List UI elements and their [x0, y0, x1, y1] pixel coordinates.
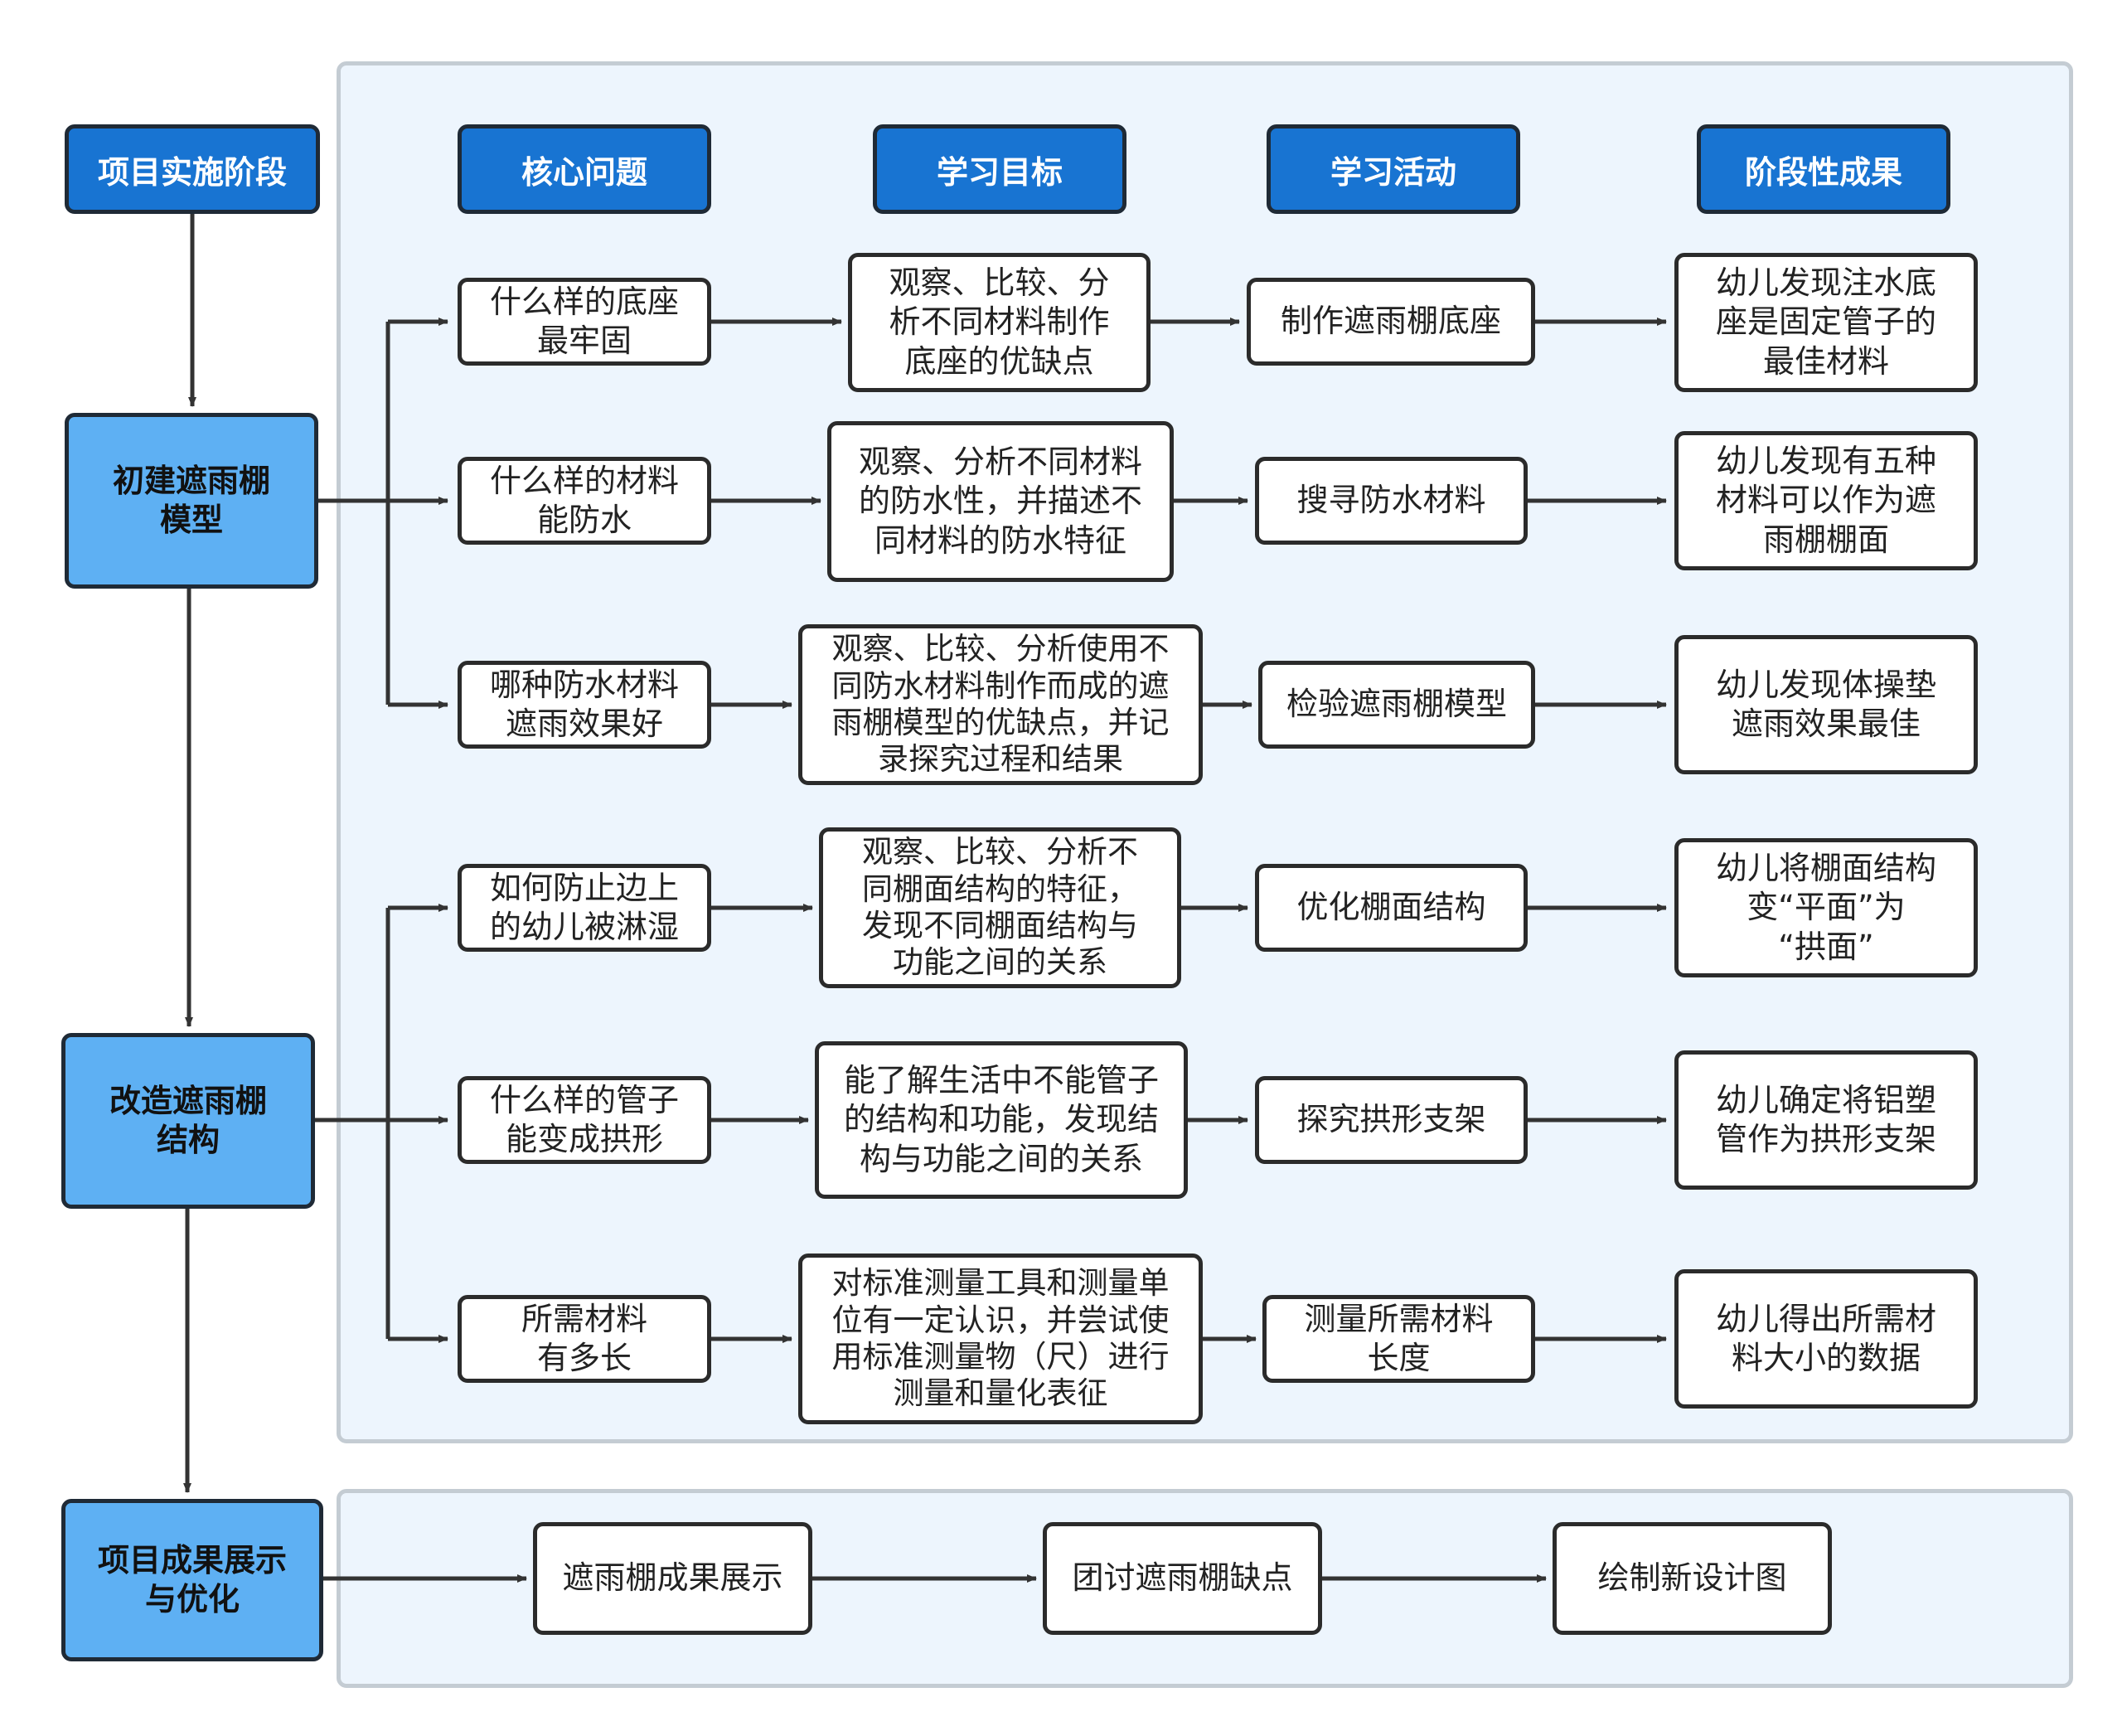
header-question: 核心问题	[458, 124, 711, 214]
activity-box: 测量所需材料 长度	[1262, 1295, 1535, 1383]
header-outcome: 阶段性成果	[1697, 124, 1950, 214]
header-goal: 学习目标	[873, 124, 1126, 214]
header-phase: 项目实施阶段	[65, 124, 320, 214]
goal-box: 观察、比较、分 析不同材料制作 底座的优缺点	[848, 253, 1151, 392]
question-box: 什么样的材料 能防水	[458, 457, 711, 545]
outcome-box: 幼儿将棚面结构 变“平面”为 “拱面”	[1674, 838, 1978, 977]
activity-box: 制作遮雨棚底座	[1247, 278, 1535, 366]
goal-box: 观察、分析不同材料 的防水性，并描述不 同材料的防水特征	[827, 421, 1174, 582]
question-box: 所需材料 有多长	[458, 1295, 711, 1383]
new-design-box: 绘制新设计图	[1553, 1522, 1832, 1635]
activity-box: 检验遮雨棚模型	[1258, 661, 1535, 749]
activity-box: 探究拱形支架	[1255, 1076, 1528, 1164]
outcome-box: 幼儿确定将铝塑 管作为拱形支架	[1674, 1050, 1978, 1190]
stage-modify-structure: 改造遮雨棚 结构	[61, 1033, 315, 1209]
stage-initial-model: 初建遮雨棚 模型	[65, 413, 318, 589]
outcome-box: 幼儿发现体操垫 遮雨效果最佳	[1674, 635, 1978, 774]
activity-box: 搜寻防水材料	[1255, 457, 1528, 545]
header-activity: 学习活动	[1267, 124, 1520, 214]
showcase-box: 遮雨棚成果展示	[533, 1522, 812, 1635]
activity-box: 优化棚面结构	[1255, 864, 1528, 952]
goal-box: 观察、比较、分析使用不 同防水材料制作而成的遮 雨棚模型的优缺点，并记 录探究过…	[798, 624, 1203, 785]
question-box: 哪种防水材料 遮雨效果好	[458, 661, 711, 749]
question-box: 什么样的底座 最牢固	[458, 278, 711, 366]
question-box: 如何防止边上 的幼儿被淋湿	[458, 864, 711, 952]
goal-box: 能了解生活中不能管子 的结构和功能，发现结 构与功能之间的关系	[815, 1041, 1188, 1199]
outcome-box: 幼儿发现注水底 座是固定管子的 最佳材料	[1674, 253, 1978, 392]
question-box: 什么样的管子 能变成拱形	[458, 1076, 711, 1164]
goal-box: 观察、比较、分析不 同棚面结构的特征， 发现不同棚面结构与 功能之间的关系	[819, 827, 1181, 988]
goal-box: 对标准测量工具和测量单 位有一定认识，并尝试使 用标准测量物（尺）进行 测量和量…	[798, 1254, 1203, 1424]
outcome-box: 幼儿发现有五种 材料可以作为遮 雨棚棚面	[1674, 431, 1978, 570]
discuss-flaws-box: 团讨遮雨棚缺点	[1043, 1522, 1322, 1635]
outcome-box: 幼儿得出所需材 料大小的数据	[1674, 1269, 1978, 1409]
stage-showcase-optimize: 项目成果展示 与优化	[61, 1499, 323, 1661]
